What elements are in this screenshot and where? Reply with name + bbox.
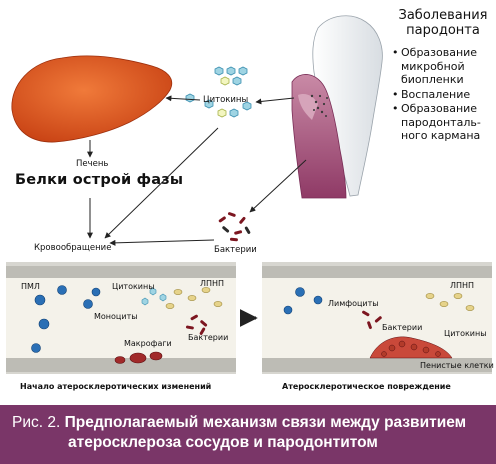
figure-caption-text1: Предполагаемый механизм связи между разв… — [64, 414, 467, 431]
label-ldl-left: ЛПНП — [200, 279, 225, 288]
label-pml: ПМЛ — [21, 282, 40, 291]
label-monocytes: Моноциты — [94, 312, 138, 321]
figure-caption: Рис. 2. Предполагаемый механизм связи ме… — [0, 405, 496, 464]
bacteria-cluster-top — [218, 212, 251, 242]
liver-illustration — [11, 55, 173, 143]
label-cytokines-top: Цитокины — [203, 95, 249, 105]
label-macrophages: Макрофаги — [124, 339, 172, 348]
tooth-illustration — [291, 15, 383, 199]
label-acute-phase-proteins: Белки острой фазы — [15, 172, 184, 188]
label-bacteria-top: Бактерии — [214, 245, 257, 255]
label-circulation: Кровообращение — [34, 243, 112, 253]
vessel-panel-right — [262, 262, 492, 374]
disease-title-line1: Заболевания — [398, 8, 488, 23]
label-liver: Печень — [76, 159, 109, 169]
figure-caption-prefix: Рис. 2. — [12, 414, 61, 431]
disease-item-biofilm: Образование микробной биопленки — [392, 46, 494, 87]
figure-caption-line1: Рис. 2. Предполагаемый механизм связи ме… — [12, 414, 466, 432]
label-bacteria-left: Бактерии — [188, 333, 229, 342]
flow-arrows — [87, 95, 307, 246]
illustration — [6, 15, 492, 374]
cytokines-cluster-top — [185, 66, 252, 118]
vessel-panel-left — [6, 262, 236, 374]
disease-item-inflammation: Воспаление — [392, 88, 494, 102]
label-foam-cells: Пенистые клетки — [420, 361, 494, 370]
label-bacteria-right: Бактерии — [382, 323, 423, 332]
label-lymphocytes: Лимфоциты — [328, 299, 379, 308]
caption-panel-right: Атеросклеротическое повреждение — [282, 382, 451, 391]
disease-title-line2: пародонта — [406, 23, 480, 38]
label-ldl-right: ЛПНП — [450, 281, 475, 290]
label-cytokines-right: Цитокины — [444, 329, 487, 338]
caption-panel-left: Начало атеросклеротических изменений — [20, 382, 212, 391]
disease-item-pocket: Образование пародонталь- ного кармана — [392, 102, 494, 143]
disease-list: Образование микробной биопленки Воспален… — [392, 46, 494, 144]
disease-title: Заболевания пародонта — [393, 8, 493, 38]
label-cytokines-left: Цитокины — [112, 282, 155, 291]
figure-caption-text2: атеросклероза сосудов и пародонтитом — [68, 434, 378, 451]
